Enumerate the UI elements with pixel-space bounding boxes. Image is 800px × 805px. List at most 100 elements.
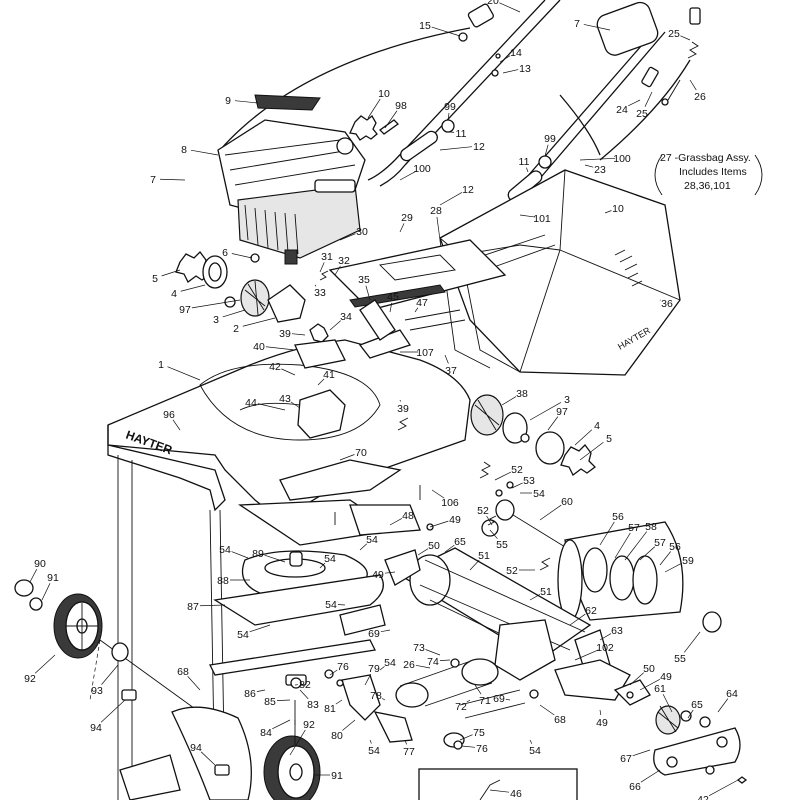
leader-line-38 xyxy=(502,397,516,405)
part-callout-57: 57 xyxy=(628,522,640,534)
leader-line-73 xyxy=(426,649,440,655)
part-callout-54: 54 xyxy=(237,629,249,641)
part-callout-39: 39 xyxy=(397,403,409,415)
part-callout-24: 24 xyxy=(616,104,628,116)
leader-line-11 xyxy=(526,168,528,172)
part-callout-54: 54 xyxy=(368,745,380,757)
part-callout-31: 31 xyxy=(321,251,333,263)
part-callout-53: 53 xyxy=(523,475,535,487)
leader-line-7 xyxy=(160,179,185,180)
part-callout-12: 12 xyxy=(473,141,485,153)
leader-line-4 xyxy=(575,430,592,445)
part-callout-44: 44 xyxy=(245,397,257,409)
leader-line-97 xyxy=(548,417,558,430)
part-callout-38: 38 xyxy=(516,388,528,400)
part-callout-32: 32 xyxy=(338,255,350,267)
part-callout-25: 25 xyxy=(636,108,648,120)
part-callout-68: 68 xyxy=(554,714,566,726)
leader-line-4 xyxy=(181,285,205,291)
part-callout-50: 50 xyxy=(643,663,655,675)
part-callout-74: 74 xyxy=(427,656,439,668)
leader-line-86 xyxy=(257,690,265,692)
part-callout-65: 65 xyxy=(454,536,466,548)
leader-line-55 xyxy=(684,632,700,652)
part-callout-97: 97 xyxy=(179,304,191,316)
part-callout-54: 54 xyxy=(366,534,378,546)
part-callout-92: 92 xyxy=(303,719,315,731)
right-side-plate xyxy=(555,660,746,783)
part-callout-86: 86 xyxy=(244,688,256,700)
leader-line-34 xyxy=(330,321,341,330)
leader-line-12 xyxy=(440,192,462,205)
part-callout-26: 26 xyxy=(403,659,415,671)
part-callout-7: 7 xyxy=(150,174,156,186)
part-callout-23: 23 xyxy=(594,164,606,176)
leader-line-12 xyxy=(440,147,472,150)
grassbag-note-line2: Includes Items xyxy=(679,166,747,178)
part-callout-33: 33 xyxy=(314,287,326,299)
leader-line-28 xyxy=(437,217,440,240)
leader-line-84 xyxy=(272,720,290,729)
leader-line-69 xyxy=(506,699,510,700)
part-callout-10: 10 xyxy=(612,203,624,215)
leader-line-68 xyxy=(540,705,554,715)
part-callout-102: 102 xyxy=(596,642,614,654)
part-callout-64: 64 xyxy=(726,688,738,700)
part-callout-68: 68 xyxy=(177,666,189,678)
leader-line-54 xyxy=(232,552,248,558)
part-callout-98: 98 xyxy=(395,100,407,112)
part-callout-5: 5 xyxy=(152,273,158,285)
part-callout-67: 67 xyxy=(620,753,632,765)
part-callout-107: 107 xyxy=(416,347,434,359)
part-callout-106: 106 xyxy=(441,497,459,509)
leader-line-50 xyxy=(418,549,428,555)
part-callout-43: 43 xyxy=(279,393,291,405)
part-callout-78: 78 xyxy=(370,690,382,702)
leader-line-100 xyxy=(580,158,615,160)
part-callout-59: 59 xyxy=(682,555,694,567)
part-callout-97: 97 xyxy=(556,406,568,418)
part-callout-4: 4 xyxy=(594,420,600,432)
part-callout-47: 47 xyxy=(416,297,428,309)
grassbag-note-line3: 28,36,101 xyxy=(684,180,731,192)
leader-line-67 xyxy=(633,750,650,756)
leader-line-91 xyxy=(42,583,50,600)
leader-line-10 xyxy=(368,99,380,118)
part-callout-20: 20 xyxy=(487,0,499,7)
leader-line-81 xyxy=(336,700,342,704)
leader-line-37 xyxy=(445,355,448,364)
part-callout-7: 7 xyxy=(574,18,580,30)
leader-line-26 xyxy=(690,80,696,90)
part-callout-26: 26 xyxy=(694,91,706,103)
part-callout-90: 90 xyxy=(34,558,46,570)
part-callout-71: 71 xyxy=(479,695,491,707)
leader-line-14 xyxy=(500,56,510,62)
part-callout-3: 3 xyxy=(213,314,219,326)
part-callout-34: 34 xyxy=(340,311,352,323)
part-callout-28: 28 xyxy=(430,205,442,217)
part-callout-8: 8 xyxy=(181,144,187,156)
part-callout-56: 56 xyxy=(612,511,624,523)
part-callout-81: 81 xyxy=(324,703,336,715)
part-callout-49: 49 xyxy=(449,514,461,526)
leader-line-78 xyxy=(382,698,385,700)
part-callout-50: 50 xyxy=(428,540,440,552)
part-callout-25: 25 xyxy=(668,28,680,40)
leader-line-20 xyxy=(499,3,520,12)
part-callout-96: 96 xyxy=(163,409,175,421)
part-callout-73: 73 xyxy=(413,642,425,654)
part-callout-51: 51 xyxy=(540,586,552,598)
leader-line-52 xyxy=(495,472,511,480)
part-callout-1: 1 xyxy=(158,359,164,371)
leader-line-8 xyxy=(191,150,218,155)
part-callout-10: 10 xyxy=(378,88,390,100)
inset-box xyxy=(419,769,577,800)
leader-line-76 xyxy=(462,746,475,747)
part-callout-49: 49 xyxy=(372,569,384,581)
part-callout-54: 54 xyxy=(533,488,545,500)
leader-line-3 xyxy=(223,310,245,317)
leader-line-93 xyxy=(102,665,118,685)
leader-line-90 xyxy=(30,569,37,582)
